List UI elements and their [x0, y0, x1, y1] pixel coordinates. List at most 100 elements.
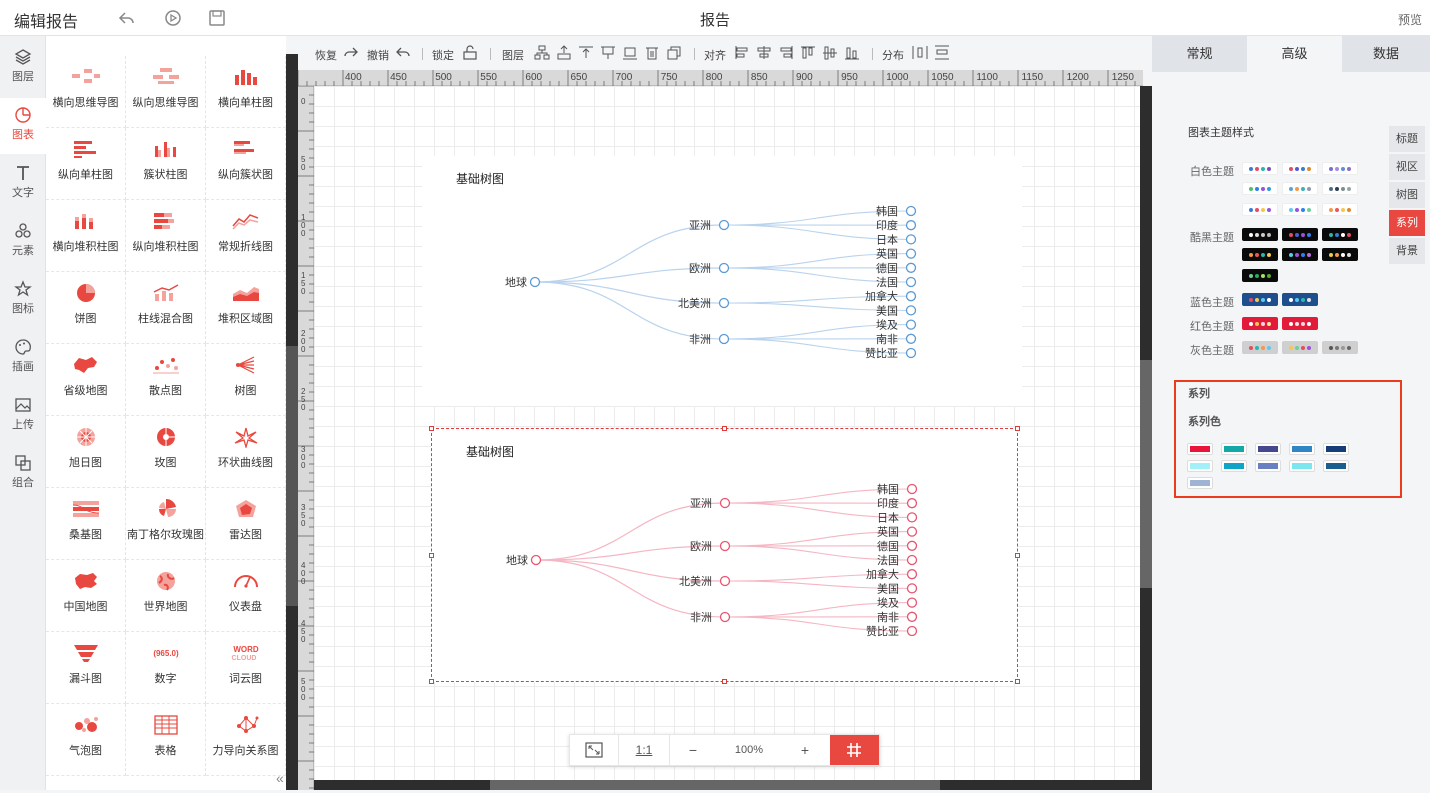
- gallery-item-bar-line[interactable]: 柱线混合图: [126, 272, 206, 344]
- align-center-h-icon[interactable]: [756, 45, 772, 60]
- bring-to-top-icon[interactable]: [578, 45, 594, 60]
- theme-swatch[interactable]: [1282, 293, 1318, 306]
- gallery-item-force-graph[interactable]: 力导向关系图: [206, 704, 286, 776]
- actual-size-button[interactable]: 1:1: [619, 735, 669, 765]
- undo-icon[interactable]: [118, 9, 136, 27]
- series-color-swatch[interactable]: [1188, 478, 1212, 488]
- gallery-item-ring-curve[interactable]: 环状曲线图: [206, 416, 286, 488]
- gallery-item-gauge[interactable]: 仪表盘: [206, 560, 286, 632]
- gallery-item-stacked-area[interactable]: 堆积区域图: [206, 272, 286, 344]
- zoom-in-button[interactable]: +: [782, 735, 828, 765]
- theme-swatch[interactable]: [1322, 203, 1358, 216]
- nav-item-group[interactable]: 组合: [0, 446, 46, 502]
- play-icon[interactable]: [164, 9, 182, 27]
- series-color-swatch[interactable]: [1324, 444, 1348, 454]
- align-top-icon[interactable]: [800, 45, 816, 60]
- canvas-hscroll-thumb[interactable]: [490, 780, 940, 790]
- theme-swatch[interactable]: [1282, 248, 1318, 261]
- bring-up-icon[interactable]: [556, 45, 572, 60]
- gallery-item-province-map[interactable]: 省级地图: [46, 344, 126, 416]
- redo-button[interactable]: 恢复: [315, 47, 337, 63]
- tab-data[interactable]: 数据: [1342, 36, 1430, 72]
- series-color-swatch[interactable]: [1188, 444, 1212, 454]
- series-color-swatch[interactable]: [1290, 461, 1314, 471]
- gallery-item-funnel[interactable]: 漏斗图: [46, 632, 126, 704]
- gallery-item-h-bar[interactable]: 横向单柱图: [206, 56, 286, 128]
- lock-button[interactable]: 锁定: [432, 47, 454, 63]
- gallery-item-number[interactable]: (965.0)数字: [126, 632, 206, 704]
- theme-swatch[interactable]: [1282, 203, 1318, 216]
- gallery-item-h-stack-bar[interactable]: 横向堆积柱图: [46, 200, 126, 272]
- series-color-swatch[interactable]: [1290, 444, 1314, 454]
- resize-handle-e[interactable]: [1015, 553, 1020, 558]
- gallery-item-v-cluster[interactable]: 纵向簇状图: [206, 128, 286, 200]
- gallery-item-radar[interactable]: 雷达图: [206, 488, 286, 560]
- theme-swatch[interactable]: [1322, 182, 1358, 195]
- theme-swatch[interactable]: [1282, 341, 1318, 354]
- series-color-swatch[interactable]: [1188, 461, 1212, 471]
- align-bottom-icon[interactable]: [844, 45, 860, 60]
- canvas-vscroll-thumb[interactable]: [1140, 360, 1152, 588]
- theme-swatch[interactable]: [1322, 341, 1358, 354]
- gallery-item-china-map[interactable]: 中国地图: [46, 560, 126, 632]
- lock-icon[interactable]: [462, 45, 478, 60]
- resize-handle-w[interactable]: [429, 553, 434, 558]
- distribute-v-icon[interactable]: [934, 45, 950, 60]
- theme-swatch[interactable]: [1322, 248, 1358, 261]
- series-color-swatch[interactable]: [1222, 461, 1246, 471]
- resize-handle-sw[interactable]: [429, 679, 434, 684]
- gallery-item-v-stack-bar[interactable]: 纵向堆积柱图: [126, 200, 206, 272]
- gallery-item-cluster-bar[interactable]: 簇状柱图: [126, 128, 206, 200]
- tree-chart-blue[interactable]: 基础树图 地球韩国印度日本亚洲英国德国法国欧洲加拿大美国北美洲埃及南非赞比亚非洲: [422, 156, 1022, 406]
- distribute-button[interactable]: 分布: [882, 47, 904, 63]
- side-tab-background[interactable]: 背景: [1389, 238, 1425, 265]
- gallery-item-nightingale[interactable]: 南丁格尔玫瑰图: [126, 488, 206, 560]
- gallery-scrollbar[interactable]: [286, 54, 298, 790]
- resize-handle-ne[interactable]: [1015, 426, 1020, 431]
- gallery-item-world-map[interactable]: 世界地图: [126, 560, 206, 632]
- tree-chart-red-selected[interactable]: 基础树图 地球韩国印度日本亚洲英国德国法国欧洲加拿大美国北美洲埃及南非赞比亚非洲: [431, 428, 1018, 682]
- nav-item-illustration[interactable]: 插画: [0, 330, 46, 386]
- collapse-panel-icon[interactable]: «: [276, 770, 284, 786]
- grid-toggle-button[interactable]: [830, 735, 879, 765]
- gallery-item-scatter[interactable]: 散点图: [126, 344, 206, 416]
- report-canvas[interactable]: 基础树图 地球韩国印度日本亚洲英国德国法国欧洲加拿大美国北美洲埃及南非赞比亚非洲…: [314, 86, 1140, 780]
- series-color-swatch[interactable]: [1256, 444, 1280, 454]
- theme-swatch[interactable]: [1282, 162, 1318, 175]
- series-color-swatch[interactable]: [1324, 461, 1348, 471]
- gallery-item-sunburst[interactable]: 旭日图: [46, 416, 126, 488]
- theme-swatch[interactable]: [1282, 228, 1318, 241]
- copy-icon[interactable]: [666, 45, 682, 60]
- theme-swatch[interactable]: [1322, 162, 1358, 175]
- nav-item-text[interactable]: 文字: [0, 156, 46, 212]
- theme-swatch[interactable]: [1322, 228, 1358, 241]
- gallery-item-v-mindmap[interactable]: 纵向思维导图: [126, 56, 206, 128]
- theme-swatch[interactable]: [1242, 203, 1278, 216]
- gallery-item-bubble[interactable]: 气泡图: [46, 704, 126, 776]
- theme-swatch[interactable]: [1242, 293, 1278, 306]
- fit-screen-button[interactable]: [570, 735, 618, 765]
- nav-item-layers[interactable]: 图层: [0, 40, 46, 96]
- align-left-icon[interactable]: [734, 45, 750, 60]
- gallery-item-table[interactable]: 表格: [126, 704, 206, 776]
- distribute-h-icon[interactable]: [912, 45, 928, 60]
- layer-tree-icon[interactable]: [534, 45, 550, 60]
- theme-swatch[interactable]: [1242, 182, 1278, 195]
- preview-button[interactable]: 预览: [1398, 11, 1422, 28]
- layer-button[interactable]: 图层: [502, 47, 524, 63]
- tab-general[interactable]: 常规: [1152, 36, 1247, 72]
- theme-swatch[interactable]: [1282, 182, 1318, 195]
- series-color-swatch[interactable]: [1222, 444, 1246, 454]
- gallery-item-sankey[interactable]: 桑基图: [46, 488, 126, 560]
- gallery-scroll-thumb[interactable]: [286, 346, 298, 606]
- tab-advanced[interactable]: 高级: [1247, 36, 1342, 72]
- theme-swatch[interactable]: [1242, 228, 1278, 241]
- theme-swatch[interactable]: [1242, 162, 1278, 175]
- undo-button[interactable]: 撤销: [367, 47, 389, 63]
- gallery-item-tree[interactable]: 树图: [206, 344, 286, 416]
- nav-item-upload[interactable]: 上传: [0, 388, 46, 444]
- send-to-bottom-icon[interactable]: [622, 45, 638, 60]
- canvas-vertical-scrollbar[interactable]: [1140, 86, 1152, 790]
- side-tab-series[interactable]: 系列: [1389, 210, 1425, 237]
